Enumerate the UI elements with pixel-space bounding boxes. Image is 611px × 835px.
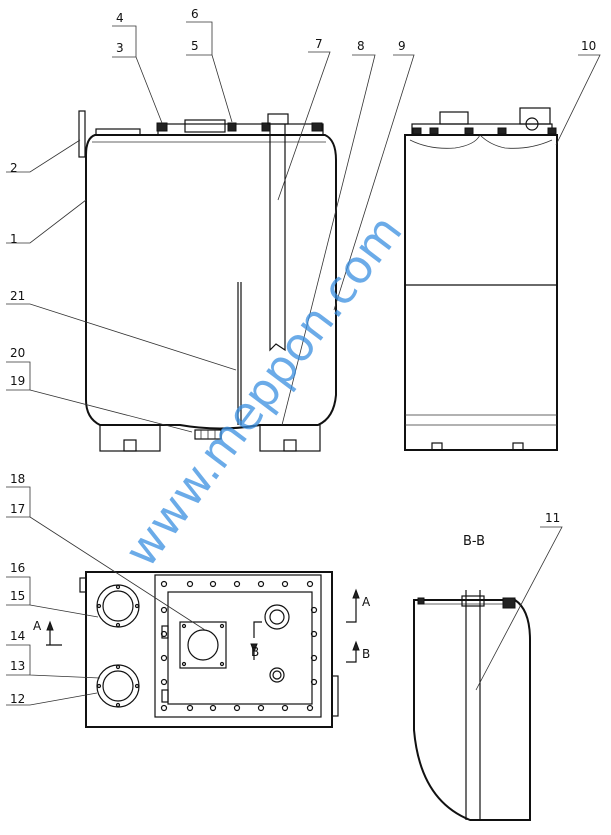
- callout-21: 21: [10, 289, 25, 303]
- filler-neck: [267, 113, 289, 125]
- side-view-outline: [404, 134, 558, 451]
- callout-10: 10: [581, 39, 596, 53]
- top-plate: [157, 123, 324, 136]
- fitting-upper: [264, 604, 290, 630]
- section-outline: [413, 599, 531, 821]
- arrow-letter-b-center: B: [251, 645, 259, 659]
- watermark: www.meppon.com: [114, 205, 413, 577]
- callout-labels: 1 2 3 4 5 6 7 8 9 10 11 12 13 14 15 16 1…: [10, 7, 596, 706]
- callout-19: 19: [10, 374, 25, 388]
- section-title: B-B: [463, 534, 485, 549]
- callout-11: 11: [545, 511, 560, 525]
- callout-12: 12: [10, 692, 25, 706]
- callout-6: 6: [191, 7, 199, 21]
- callout-8: 8: [357, 39, 365, 53]
- callout-16: 16: [10, 561, 25, 575]
- arrow-letter-b-right: B: [362, 647, 370, 661]
- leader-lines: [6, 21, 601, 706]
- callout-9: 9: [398, 39, 406, 53]
- callout-20: 20: [10, 346, 25, 360]
- callout-7: 7: [315, 37, 323, 51]
- arrow-letter-a-left: A: [33, 619, 42, 633]
- dipstick-tube: [269, 124, 286, 352]
- cover-bolt-holes: [160, 580, 318, 712]
- callout-2: 2: [10, 161, 18, 175]
- callout-4: 4: [116, 11, 124, 25]
- top-view-outline: [85, 571, 333, 728]
- flange-left: [156, 122, 168, 132]
- front-view: [78, 110, 337, 452]
- arrow-letter-a-right: A: [362, 595, 371, 609]
- foot-left: [99, 424, 161, 452]
- callout-13: 13: [10, 659, 25, 673]
- callout-3: 3: [116, 41, 124, 55]
- fitting-lower: [269, 667, 285, 683]
- callout-15: 15: [10, 589, 25, 603]
- cover-plate: [154, 574, 322, 718]
- section-arrows: [46, 588, 360, 663]
- foot-right: [259, 424, 321, 452]
- section-b-b-view: [413, 590, 531, 821]
- tank-body-outline: [85, 134, 337, 430]
- side-view: [404, 107, 558, 451]
- callout-18: 18: [10, 472, 25, 486]
- callout-5: 5: [191, 39, 199, 53]
- callout-17: 17: [10, 502, 25, 516]
- side-bracket: [78, 110, 86, 158]
- top-view: [46, 571, 360, 728]
- square-flange: [179, 621, 227, 669]
- cap-plate: [184, 119, 226, 133]
- callout-14: 14: [10, 629, 25, 643]
- callout-1: 1: [10, 232, 18, 246]
